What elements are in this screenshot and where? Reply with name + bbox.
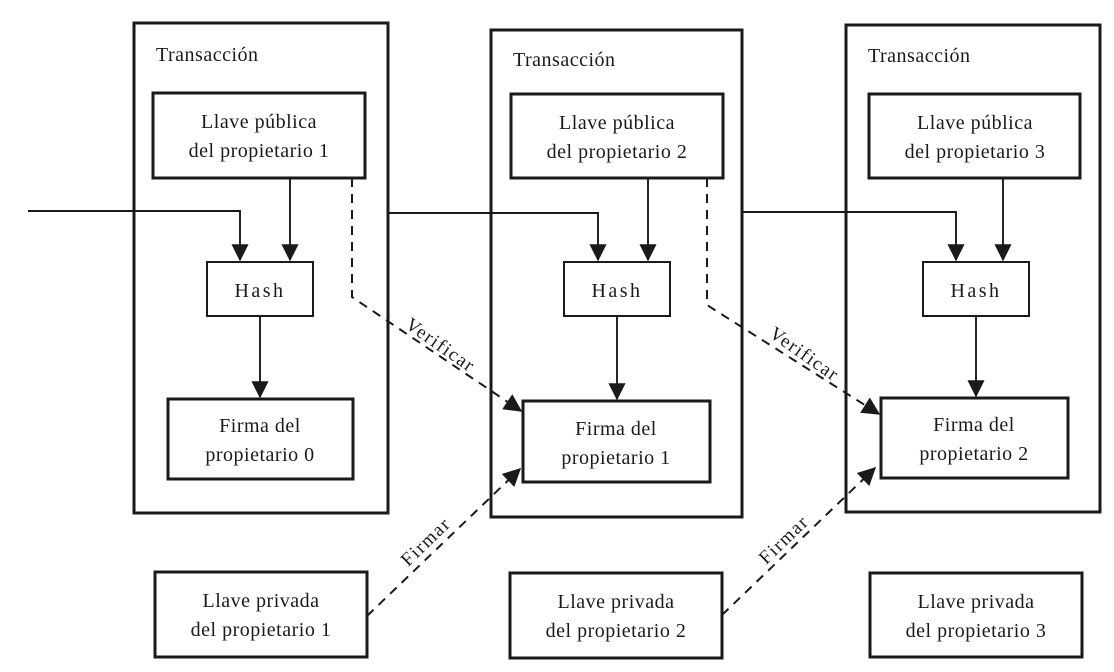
sign-arrow-1	[366, 468, 522, 617]
signature-label-line2-3: propietario 2	[919, 443, 1028, 465]
public-key-label-line2-3: del propietario 3	[905, 141, 1046, 163]
transaction-title-2: Transacción	[513, 49, 616, 71]
private-key-label-line1-1: Llave privada	[203, 590, 320, 612]
private-key-label-line2-2: del propietario 2	[546, 620, 687, 642]
public-key-label-line1-1: Llave pública	[201, 111, 317, 133]
hash-label-1: Hash	[234, 280, 285, 302]
private-key-label-line2-1: del propietario 1	[191, 619, 332, 641]
sign-label-2: Firmar	[755, 511, 813, 568]
transaction-2: Transacción Llave pública del propietari…	[388, 28, 744, 660]
signature-label-line2-1: propietario 0	[205, 444, 314, 466]
signature-box-1	[166, 397, 355, 481]
verify-label-1: Verificar	[401, 314, 479, 377]
public-key-box-1	[151, 91, 367, 180]
public-key-label-line1-3: Llave pública	[917, 112, 1033, 134]
hash-label-3: Hash	[950, 280, 1001, 302]
transaction-3: Transacción Llave pública del propietari…	[742, 23, 1102, 659]
signature-label-line2-2: propietario 1	[561, 447, 670, 469]
public-key-label-line1-2: Llave pública	[559, 112, 675, 134]
hash-box-3	[921, 260, 1031, 318]
prev-transaction-feed-arrow-2	[388, 212, 607, 262]
public-key-box-3	[867, 92, 1082, 180]
signature-label-line1-3: Firma del	[933, 414, 1015, 436]
signature-box-3	[879, 396, 1070, 480]
prev-transaction-feed-arrow-1	[28, 210, 249, 262]
private-key-box-1	[153, 570, 369, 659]
prev-transaction-feed-arrow-3	[742, 211, 965, 262]
public-key-box-2	[509, 92, 725, 180]
verify-label-2: Verificar	[765, 323, 843, 386]
transaction-title-3: Transacción	[868, 45, 971, 67]
signature-box-2	[521, 399, 712, 484]
verify-arrow-1	[351, 178, 523, 412]
private-key-label-line2-3: del propietario 3	[906, 620, 1047, 642]
transaction-1: Transacción Llave pública del propietari…	[28, 21, 390, 659]
verify-arrow-2	[706, 178, 881, 415]
hash-label-2: Hash	[591, 280, 642, 302]
private-key-box-3	[868, 571, 1084, 659]
sign-arrow-2	[721, 467, 877, 616]
public-key-label-line2-1: del propietario 1	[189, 140, 330, 162]
private-key-label-line1-2: Llave privada	[558, 591, 675, 613]
signature-label-line1-1: Firma del	[219, 415, 301, 437]
private-key-box-2	[508, 571, 724, 660]
private-key-label-line1-3: Llave privada	[918, 591, 1035, 613]
sign-label-1: Firmar	[397, 513, 455, 570]
signature-label-line1-2: Firma del	[575, 418, 657, 440]
hash-box-1	[205, 260, 315, 318]
public-key-label-line2-2: del propietario 2	[547, 141, 688, 163]
transaction-title-1: Transacción	[156, 44, 259, 66]
